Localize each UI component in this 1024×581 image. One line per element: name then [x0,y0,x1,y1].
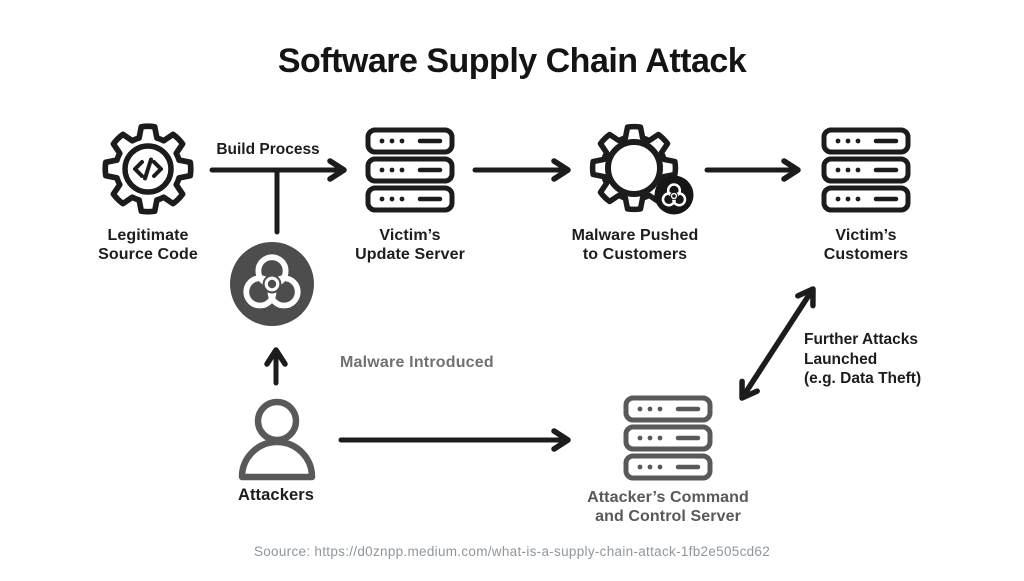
annotation-further-attacks: Further Attacks Launched (e.g. Data Thef… [804,331,922,387]
attackers-person-icon [238,398,316,481]
label-source-code: Legitimate Source Code [98,227,198,263]
arrow-further-attacks [743,292,812,395]
label-customers: Victim’s Customers [823,227,909,263]
label-update-server: Victim’s Update Server [355,227,465,263]
source-attribution: Soource: https://d0znpp.medium.com/what-… [253,544,771,559]
label-attackers: Attackers [237,486,315,504]
source-code-gear-icon [102,123,194,215]
malware-pushed-gear-icon [589,123,694,215]
arrow-build-process [209,167,341,235]
cc-server-icon [626,398,710,478]
page-title: Software Supply Chain Attack [277,42,747,80]
annotation-build-process: Build Process [216,141,320,158]
update-server-icon [368,130,452,210]
biohazard-badge-icon [654,175,694,215]
annotation-malware-introduced: Malware Introduced [340,354,494,371]
biohazard-circle-icon [230,242,314,326]
code-icon [133,157,163,181]
label-cc-server: Attacker’s Command and Control Server [587,489,749,525]
label-malware-pushed: Malware Pushed to Customers [571,227,699,263]
customers-server-icon [824,130,908,210]
